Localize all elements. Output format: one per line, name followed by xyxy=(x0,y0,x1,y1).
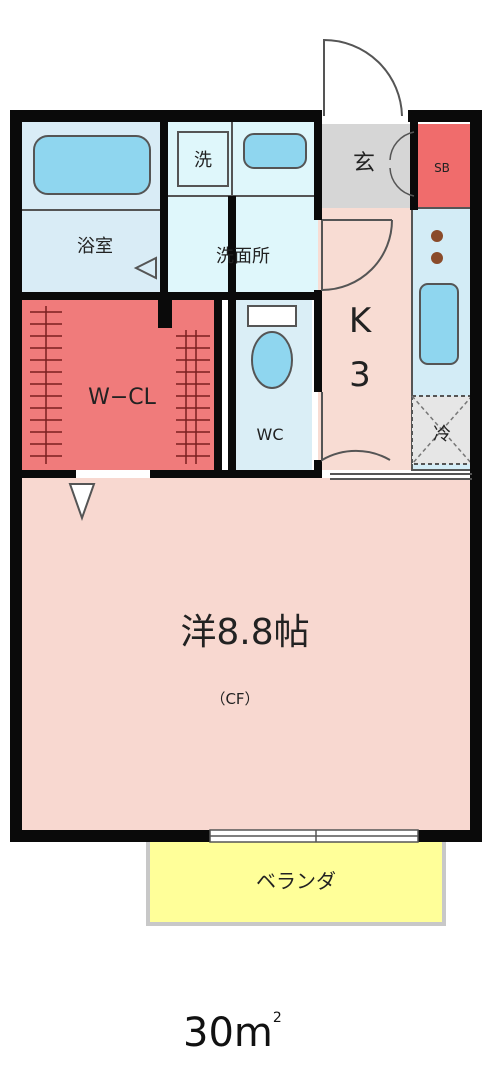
entrance xyxy=(318,124,414,208)
kitchen-door-swing xyxy=(321,219,393,292)
washbasin-icon xyxy=(243,133,307,169)
area-unit: m xyxy=(234,1010,273,1056)
label-wc: WC xyxy=(257,425,284,444)
label-veranda: ベランダ xyxy=(256,869,336,893)
closet-door-arrow-icon xyxy=(68,483,96,522)
toilet-bowl-icon xyxy=(251,331,293,389)
label-shoebox: SB xyxy=(434,161,450,175)
sink-icon xyxy=(419,283,459,365)
stove-burner-icon xyxy=(431,252,443,264)
shoebox xyxy=(414,124,470,208)
walk-in-closet xyxy=(22,300,216,470)
label-bath: 浴室 xyxy=(77,236,113,257)
toilet-tank-icon xyxy=(247,305,297,327)
label-floor-type: （CF） xyxy=(210,690,259,708)
kitchen xyxy=(318,208,412,470)
label-kitchen-size: 3 xyxy=(349,355,371,395)
veranda xyxy=(146,836,446,926)
label-western-room: 洋8.8帖 xyxy=(180,612,309,653)
stove-burner-icon xyxy=(431,230,443,242)
label-entrance: 玄 xyxy=(353,151,375,176)
closet-shelves xyxy=(30,306,210,464)
front-door-swing xyxy=(323,38,403,117)
shoebox-door-swing xyxy=(389,131,415,197)
area-value: 30 xyxy=(183,1010,234,1056)
label-fridge: 冷 xyxy=(433,424,451,445)
pillar xyxy=(158,292,172,328)
washer-icon xyxy=(177,131,229,187)
western-room xyxy=(22,478,472,832)
front-door-opening xyxy=(322,110,408,122)
area-label: 30m2 xyxy=(183,1010,282,1056)
label-washroom: 洗面所 xyxy=(216,246,270,267)
bathtub-icon xyxy=(33,135,151,195)
toilet-door-swing xyxy=(321,392,391,462)
bath-door-arrow-icon xyxy=(133,256,157,280)
label-wcl: W−CL xyxy=(88,385,157,410)
label-washer: 洗 xyxy=(194,150,212,171)
label-kitchen: K xyxy=(349,301,373,341)
area-unit-sup: 2 xyxy=(273,1010,282,1026)
interior-walls xyxy=(18,116,418,478)
